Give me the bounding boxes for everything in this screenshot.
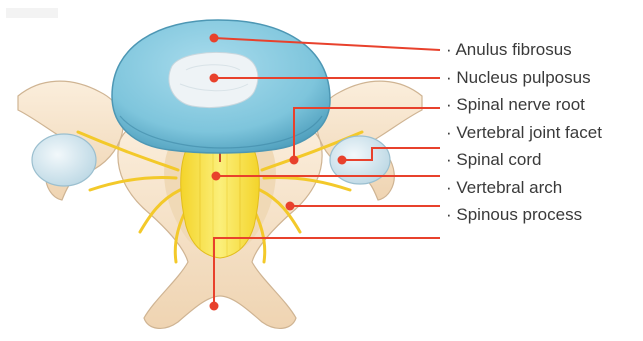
label-spinous-process-text: · Spinous process [446, 205, 582, 224]
left-joint-facet [32, 134, 96, 186]
label-spinal-nerve-root-text: · Spinal nerve root [446, 95, 585, 114]
anatomy-label-list: · Anulus fibrosus · Nucleus pulposus · S… [446, 36, 602, 229]
label-vertebral-joint-facet-text: · Vertebral joint facet [446, 123, 602, 142]
label-spinal-cord-text: · Spinal cord [446, 150, 541, 169]
label-nucleus-pulposus-text: · Nucleus pulposus [446, 68, 591, 87]
label-vertebral-arch-text: · Vertebral arch [446, 178, 562, 197]
label-nucleus-pulposus: · Nucleus pulposus [446, 64, 602, 92]
label-spinous-process: · Spinous process [446, 201, 602, 229]
watermark-mark [6, 8, 58, 18]
label-spinal-cord: · Spinal cord [446, 146, 602, 174]
label-vertebral-arch: · Vertebral arch [446, 174, 602, 202]
label-vertebral-joint-facet: · Vertebral joint facet [446, 119, 602, 147]
label-spinal-nerve-root: · Spinal nerve root [446, 91, 602, 119]
label-anulus-fibrosus-text: · Anulus fibrosus [446, 40, 572, 59]
label-anulus-fibrosus: · Anulus fibrosus [446, 36, 602, 64]
